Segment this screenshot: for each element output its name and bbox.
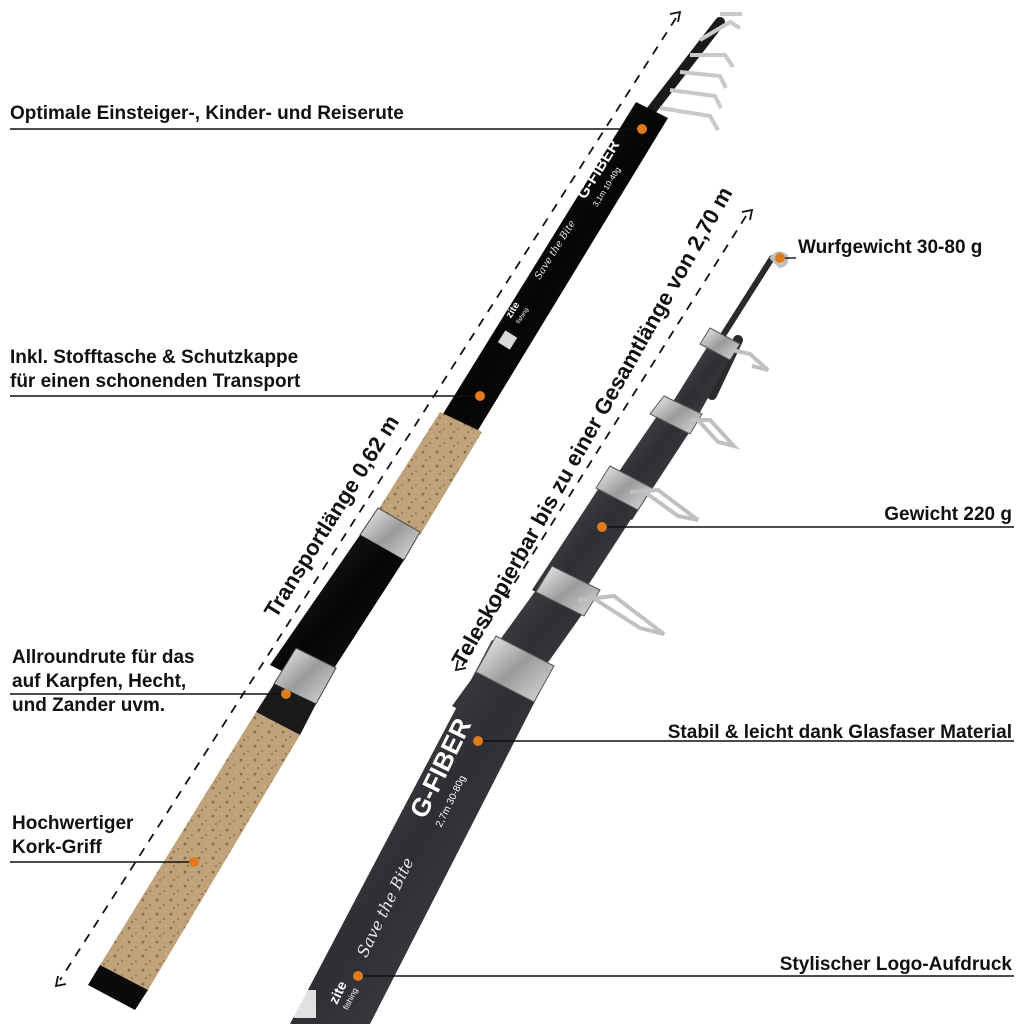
left-rod-butt-cap [88,965,148,1010]
callout-bag: Inkl. Stofftasche & Schutzkappe für eine… [10,346,300,394]
callout-allround-line1: Allroundrute für das [12,647,195,668]
transport-arrow-top [669,10,682,23]
callout-cork: Hochwertiger Kork-Griff [12,812,133,860]
dot-material [473,736,483,746]
callout-allround: Allroundrute für das auf Karpfen, Hecht,… [12,646,195,718]
left-rod-cork-handle [100,712,300,990]
right-rod-butt [290,640,550,1024]
callout-casting-weight: Wurfgewicht 30-80 g [798,237,983,258]
callout-material: Stabil & leicht dank Glasfaser Material [667,722,1012,743]
right-rod-ring-1 [699,327,741,361]
right-rod-ring-2 [649,395,703,435]
dot-cork [189,857,199,867]
right-rod-logo-badge [294,990,316,1018]
telescopic-arrow-bottom [454,659,467,672]
callout-weight: Gewicht 220 g [884,504,1012,525]
left-rod-tip-guides [635,12,742,131]
callout-lines [10,128,1014,977]
callout-dots [189,124,785,981]
left-rod-fore-grip [378,412,482,535]
dot-logo [353,971,363,981]
transport-arrow-bottom [54,975,67,988]
right-rod: G-FIBER 2,7m 30-80g Save the Bite zite f… [290,251,789,1024]
callout-allround-line3: und Zander uvm. [12,695,166,716]
dot-weight [597,522,607,532]
callout-cork-line2: Kork-Griff [12,837,102,858]
dot-bag [475,391,485,401]
callout-bag-line1: Inkl. Stofftasche & Schutzkappe [10,347,299,368]
telescopic-length-dimension [461,215,747,667]
callout-bag-line2: für einen schonenden Transport [10,371,301,392]
right-rod-ring-5 [475,635,555,703]
callout-logo: Stylischer Logo-Aufdruck [779,954,1012,975]
dot-casting-weight [775,253,785,263]
dot-allround [281,689,291,699]
right-rod-guides [577,251,789,636]
left-rod: G-FIBER 3,1m 10-40g Save the Bite zite f… [88,12,742,1010]
callout-beginner: Optimale Einsteiger-, Kinder- und Reiser… [10,103,404,124]
transport-length-dimension [59,17,677,981]
right-rod-ring-3 [595,465,653,511]
dot-beginner [637,124,647,134]
callout-allround-line2: auf Karpfen, Hecht, [12,671,187,692]
left-rod-logo-badge [497,330,518,350]
callout-cork-line1: Hochwertiger [12,813,134,834]
telescopic-arrow-top [741,208,754,221]
right-rod-ring-4 [535,565,601,617]
left-rod-blank [438,102,668,440]
